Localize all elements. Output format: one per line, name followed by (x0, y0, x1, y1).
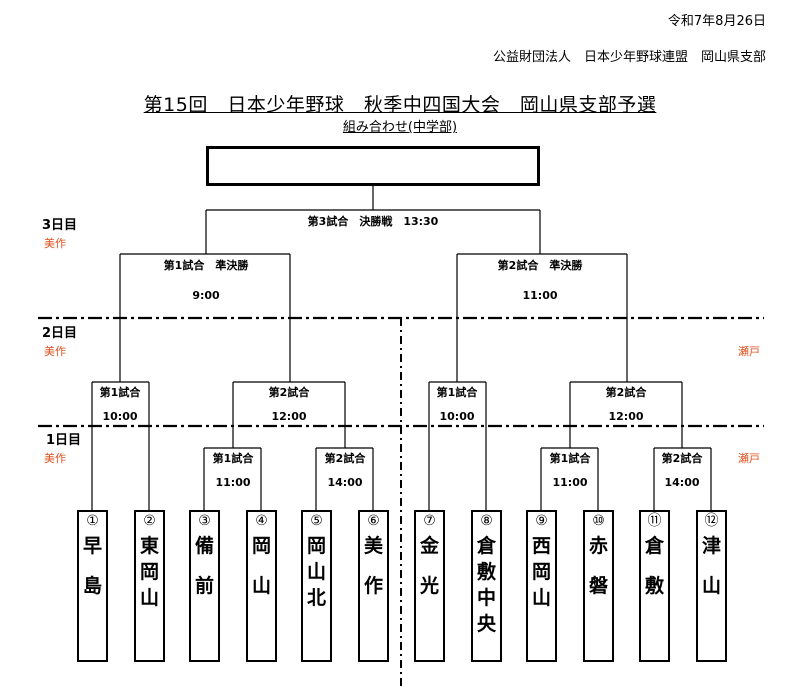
team-name-char: 赤 (588, 535, 608, 557)
team-box: ⑫津山津山 (696, 510, 727, 662)
team-name-char: 山 (701, 575, 721, 597)
team-number: ⑩ (592, 513, 605, 529)
team-name-char: 金 (419, 535, 439, 557)
team-box: ⑨西岡山西岡山 (526, 510, 557, 662)
team-number: ⑨ (535, 513, 548, 529)
team-name-char: 岡 (531, 561, 551, 583)
team-box: ⑧倉敷中央倉敷中央 (471, 510, 502, 662)
team-name-char: 倉 (644, 535, 664, 557)
team-name-char: 光 (419, 575, 439, 597)
team-name-char: 山 (306, 561, 326, 583)
team-name-char: 央 (476, 613, 496, 635)
team-name-char: 敷 (644, 575, 664, 597)
day2-left-game2-label: 第2試合 12:00 (269, 385, 310, 424)
game-name: 第1試合 (99, 386, 141, 399)
semi1-name: 第1試合 準決勝 (163, 259, 249, 272)
team-number: ③ (198, 513, 211, 529)
team-box: ⑪倉敷倉敷 (639, 510, 670, 662)
game-name: 第2試合 (268, 386, 310, 399)
team-name-char: 中 (476, 587, 496, 609)
day1-left-game1-label: 第1試合 11:00 (213, 451, 254, 490)
team-name-char: 西 (531, 535, 551, 557)
semi1-time: 9:00 (192, 289, 220, 302)
day1-label: 1日目 (46, 433, 82, 448)
semi2-name: 第2試合 準決勝 (497, 259, 583, 272)
team-name-char: 磐 (588, 575, 608, 597)
team-number: ⑫ (704, 513, 719, 529)
day3-label: 3日目 (42, 218, 78, 233)
game-time: 14:00 (664, 476, 700, 489)
game-name: 第2試合 (324, 452, 366, 465)
semi2-game-label: 第2試合 準決勝 11:00 (498, 258, 583, 303)
team-name-char: 岡 (251, 535, 271, 557)
team-name-char: 前 (194, 575, 214, 597)
day1-venue-right: 瀬戸 (738, 452, 760, 465)
team-name-char: 備 (194, 535, 214, 557)
team-name-char: 山 (139, 587, 159, 609)
team-box: ③備前備前 (189, 510, 220, 662)
team-box: ⑦金光金光 (414, 510, 445, 662)
final-game-label: 第3試合 決勝戦 13:30 (307, 215, 439, 228)
day1-right-game1-label: 第1試合 11:00 (550, 451, 591, 490)
day2-right-game2-label: 第2試合 12:00 (606, 385, 647, 424)
team-name-char: 敷 (476, 561, 496, 583)
game-time: 10:00 (102, 410, 138, 423)
day1-right-game2-label: 第2試合 14:00 (662, 451, 703, 490)
organization-name: 公益財団法人 日本少年野球連盟 岡山県支部 (492, 50, 766, 65)
team-box: ⑩赤磐赤磐 (583, 510, 614, 662)
game-name: 第2試合 (661, 452, 703, 465)
page-subtitle: 組み合わせ(中学部) (342, 120, 458, 135)
team-name-char: 島 (82, 575, 102, 597)
day2-label: 2日目 (42, 326, 78, 341)
team-box: ④岡山岡山 (246, 510, 277, 662)
day1-left-game2-label: 第2試合 14:00 (325, 451, 366, 490)
game-time: 11:00 (552, 476, 588, 489)
team-name-char: 東 (139, 535, 159, 557)
game-name: 第1試合 (212, 452, 254, 465)
semi2-time: 11:00 (522, 289, 558, 302)
team-number: ⑪ (647, 513, 662, 529)
document-date: 令和7年8月26日 (667, 14, 766, 29)
team-name-char: 作 (363, 575, 383, 597)
team-number: ⑧ (480, 513, 493, 529)
day2-right-game1-label: 第1試合 10:00 (437, 385, 478, 424)
team-name-char: 山 (531, 587, 551, 609)
team-number: ④ (255, 513, 268, 529)
team-name-char: 北 (306, 587, 326, 609)
team-box: ①早島早島 (77, 510, 108, 662)
team-name-char: 美 (363, 535, 383, 557)
game-time: 11:00 (215, 476, 251, 489)
team-name-char: 山 (251, 575, 271, 597)
team-box: ⑤岡山北岡山北 (301, 510, 332, 662)
day2-venue-right: 瀬戸 (738, 345, 760, 358)
page-title: 第15回 日本少年野球 秋季中四国大会 岡山県支部予選 (143, 94, 657, 116)
game-name: 第1試合 (436, 386, 478, 399)
team-number: ⑥ (367, 513, 380, 529)
team-number: ⑤ (310, 513, 323, 529)
team-name-char: 早 (82, 535, 102, 557)
team-name-char: 岡 (139, 561, 159, 583)
game-time: 12:00 (271, 410, 307, 423)
day2-venue-left: 美作 (44, 345, 66, 358)
game-time: 10:00 (439, 410, 475, 423)
semi1-game-label: 第1試合 準決勝 9:00 (164, 258, 249, 303)
team-number: ② (143, 513, 156, 529)
day3-venue-left: 美作 (44, 237, 66, 250)
team-name-char: 津 (701, 535, 721, 557)
team-box: ②東岡山東岡山 (134, 510, 165, 662)
game-time: 14:00 (327, 476, 363, 489)
day1-venue-left: 美作 (44, 452, 66, 465)
team-box: ⑥美作美作 (358, 510, 389, 662)
game-name: 第1試合 (549, 452, 591, 465)
team-number: ① (86, 513, 99, 529)
game-name: 第2試合 (605, 386, 647, 399)
day2-left-game1-label: 第1試合 10:00 (100, 385, 141, 424)
team-name-char: 岡 (306, 535, 326, 557)
team-number: ⑦ (423, 513, 436, 529)
champion-box (206, 146, 540, 186)
team-name-char: 倉 (476, 535, 496, 557)
game-time: 12:00 (608, 410, 644, 423)
